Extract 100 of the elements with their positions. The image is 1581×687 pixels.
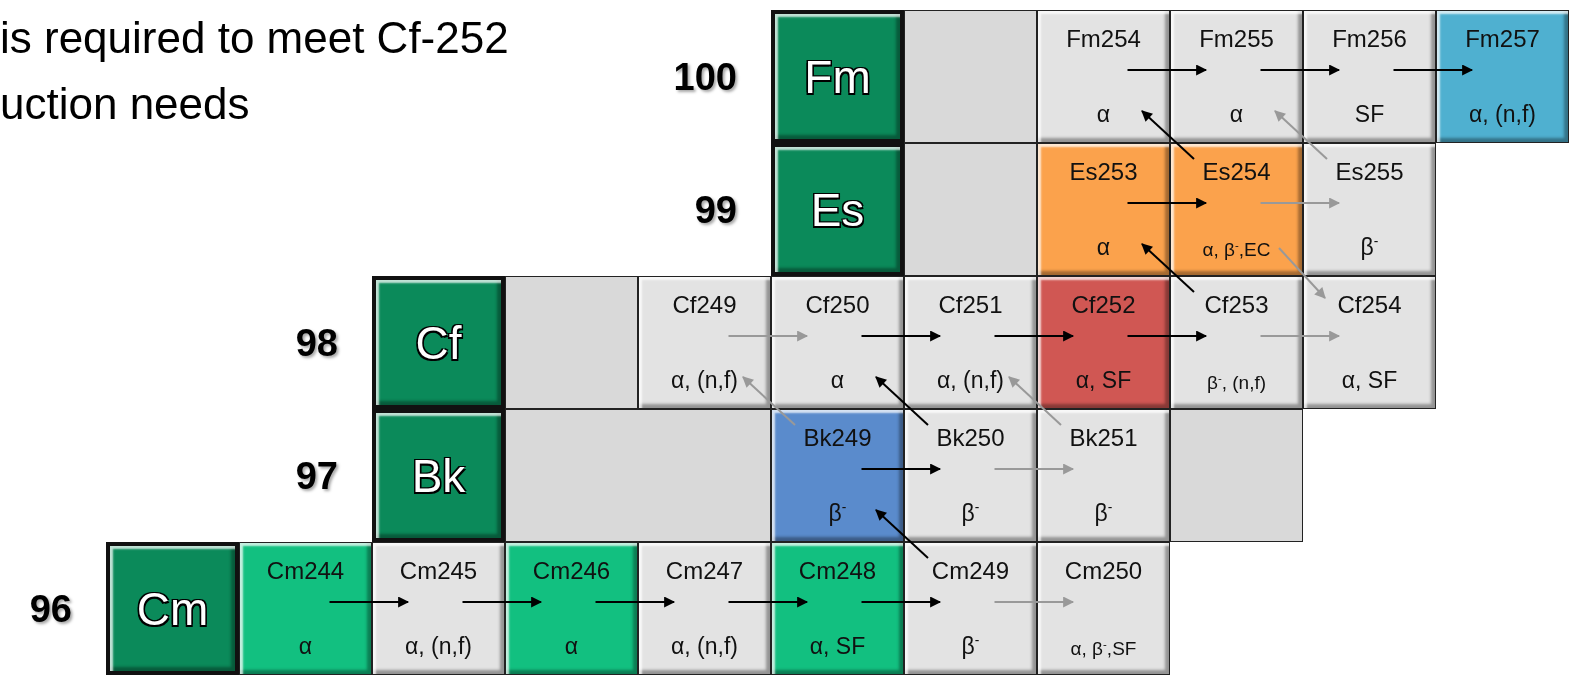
isotope-name: Es254	[1202, 158, 1271, 186]
decay-mode: α	[564, 633, 579, 660]
isotope-box	[771, 409, 904, 542]
decay-mode: α, (n,f)	[671, 633, 738, 660]
arrow	[860, 330, 942, 342]
element-box	[372, 276, 505, 409]
isotope-box	[904, 276, 1037, 409]
isotope-box	[239, 542, 372, 675]
arrow	[993, 330, 1075, 342]
element-symbol: Fm	[804, 49, 871, 104]
isotope-box	[1170, 10, 1303, 143]
decay-mode: α, (n,f)	[937, 367, 1004, 394]
decay-mode: SF	[1354, 101, 1385, 128]
decay-mode: β$^{-}$	[961, 633, 980, 660]
element-box	[372, 409, 505, 542]
isotope-name: Cm246	[532, 557, 611, 585]
intro-text: is required to meet Cf-252	[0, 16, 509, 60]
isotope-name: Fm256	[1332, 25, 1407, 53]
arrow	[1259, 330, 1341, 342]
isotope-box	[638, 542, 771, 675]
isotope-name: Cf249	[672, 291, 737, 319]
isotope-box	[771, 276, 904, 409]
decay-mode: α, (n,f)	[405, 633, 472, 660]
decay-mode: α	[1096, 101, 1111, 128]
row-number: 99	[694, 188, 737, 231]
isotope-name: Cm244	[266, 557, 345, 585]
isotope-box	[904, 542, 1037, 675]
arrow	[860, 596, 942, 608]
decay-mode: α, SF	[1075, 367, 1132, 394]
row-number: 97	[295, 454, 338, 497]
decay-mode: β$^{-}$	[1360, 234, 1379, 261]
isotope-name: Cf253	[1204, 291, 1269, 319]
decay-mode: α, β$^{-}$,EC	[1202, 238, 1271, 261]
arrow	[1126, 330, 1208, 342]
isotope-name: Cf252	[1071, 291, 1136, 319]
decay-mode: α	[298, 633, 313, 660]
arrow	[1126, 197, 1208, 209]
isotope-box	[1303, 276, 1436, 409]
row-number: 98	[295, 321, 338, 364]
arrow	[1259, 64, 1341, 76]
isotope-name: Es255	[1335, 158, 1404, 186]
isotope-name: Cm247	[665, 557, 744, 585]
isotope-box	[771, 542, 904, 675]
isotope-name: Cm250	[1064, 557, 1143, 585]
decay-mode: α, β$^{-}$,SF	[1070, 637, 1137, 660]
isotope-box	[1037, 542, 1170, 675]
isotope-box	[1037, 409, 1170, 542]
arrow	[993, 596, 1075, 608]
element-symbol: Bk	[411, 448, 466, 503]
isotope-box	[372, 542, 505, 675]
decay-mode: α	[830, 367, 845, 394]
element-symbol: Cm	[136, 581, 209, 636]
arrow	[461, 596, 543, 608]
arrow	[1259, 197, 1341, 209]
arrow	[727, 596, 809, 608]
decay-mode: β$^{-}$	[1094, 500, 1113, 527]
arrow	[860, 463, 942, 475]
decay-mode: β$^{-}$, (n,f)	[1206, 371, 1267, 394]
isotope-box	[1170, 143, 1303, 276]
intro-text: uction needs	[0, 82, 250, 126]
element-box	[106, 542, 239, 675]
isotope-name: Cm245	[399, 557, 478, 585]
decay-mode: α, SF	[809, 633, 866, 660]
isotope-box	[1303, 10, 1436, 143]
element-symbol: Es	[810, 182, 865, 237]
isotope-box	[638, 276, 771, 409]
arrow	[727, 330, 809, 342]
decay-mode: α, (n,f)	[671, 367, 738, 394]
isotope-box	[1037, 10, 1170, 143]
row-number: 96	[29, 587, 72, 630]
isotope-name: Cm248	[798, 557, 877, 585]
isotope-box	[1170, 276, 1303, 409]
arrow	[594, 596, 676, 608]
decay-mode: β$^{-}$	[961, 500, 980, 527]
isotope-name: Bk251	[1069, 424, 1138, 452]
isotope-name: Cf254	[1337, 291, 1402, 319]
row-number: 100	[673, 55, 737, 98]
isotope-box	[904, 409, 1037, 542]
decay-mode: β$^{-}$	[828, 500, 847, 527]
isotope-name: Bk250	[936, 424, 1005, 452]
isotope-name: Cf250	[805, 291, 870, 319]
isotope-name: Cf251	[938, 291, 1003, 319]
isotope-box	[505, 542, 638, 675]
arrow	[1126, 64, 1208, 76]
element-symbol: Cf	[415, 315, 462, 370]
isotope-name: Fm254	[1066, 25, 1141, 53]
isotope-name: Fm257	[1465, 25, 1540, 53]
decay-mode: α, (n,f)	[1469, 101, 1536, 128]
isotope-name: Fm255	[1199, 25, 1274, 53]
isotope-box	[1303, 143, 1436, 276]
isotope-name: Cm249	[931, 557, 1010, 585]
arrow	[875, 509, 929, 559]
isotope-name: Es253	[1069, 158, 1138, 186]
arrow	[1392, 64, 1474, 76]
decay-mode: α	[1229, 101, 1244, 128]
element-box	[771, 143, 904, 276]
isotope-box	[1037, 143, 1170, 276]
isotope-box	[1037, 276, 1170, 409]
decay-mode: α	[1096, 234, 1111, 261]
isotope-box	[1436, 10, 1569, 143]
